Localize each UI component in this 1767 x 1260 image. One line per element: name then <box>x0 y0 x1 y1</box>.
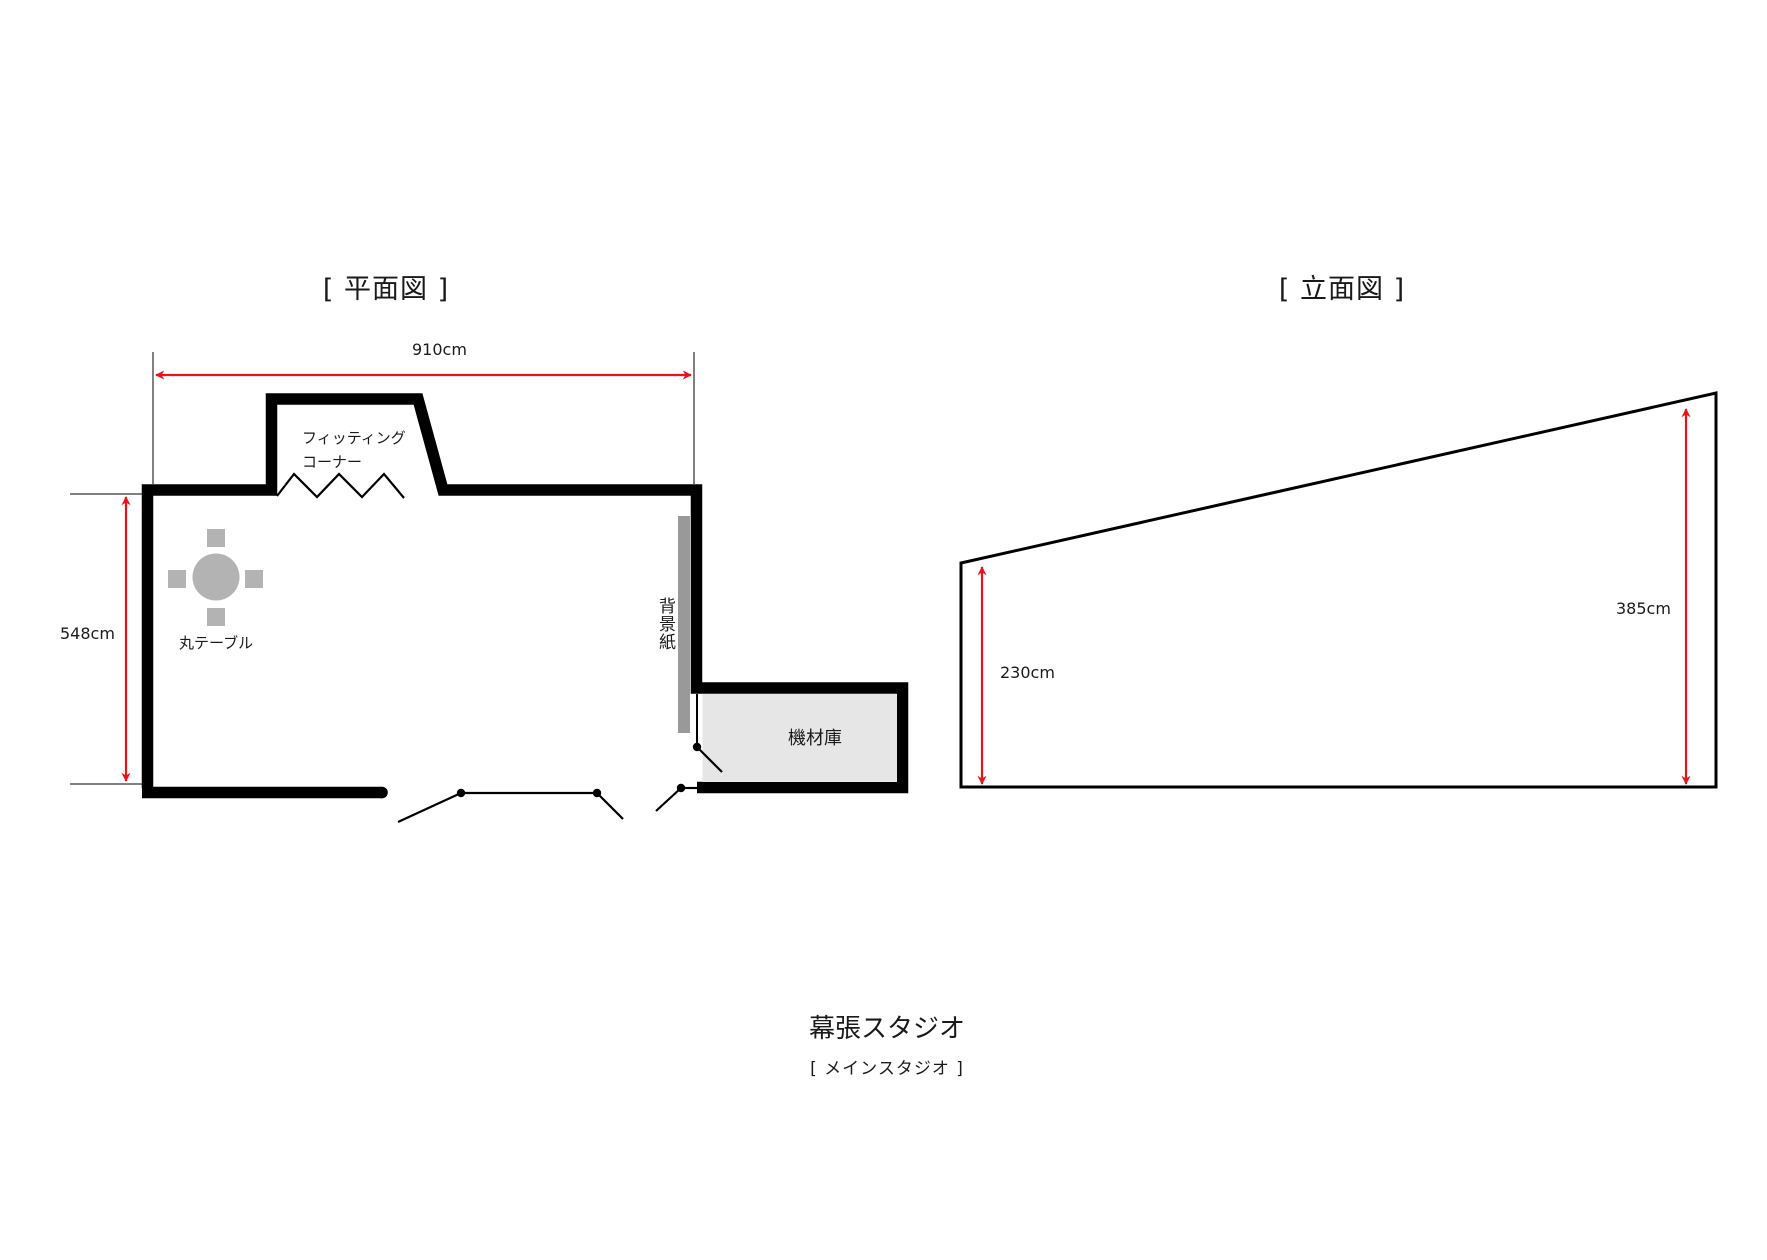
round-table-label: 丸テーブル <box>179 634 254 652</box>
floor-plan-title: [ 平面図 ] <box>322 274 450 305</box>
door-leaf-right <box>655 787 682 812</box>
hinge-icon <box>456 788 466 798</box>
door-leaf-left <box>397 792 462 823</box>
hinge-icon <box>676 783 686 793</box>
width-dimension-label: 910cm <box>412 340 467 359</box>
doors <box>397 742 723 823</box>
low-height-label: 230cm <box>1000 663 1055 682</box>
chair-bottom <box>207 608 225 626</box>
hinge-icon <box>692 742 702 752</box>
wall-top-and-right <box>141 393 909 794</box>
depth-dimension-label: 548cm <box>60 624 115 643</box>
floor-plan <box>70 352 909 823</box>
fitting-curtain <box>276 472 405 499</box>
chair-top <box>207 529 225 547</box>
elevation-title: [ 立面図 ] <box>1278 274 1406 305</box>
fitting-corner-label-line1: フィッティング <box>302 429 406 447</box>
storage-label: 機材庫 <box>788 728 842 749</box>
backdrop-paper <box>678 516 690 733</box>
high-height-label: 385cm <box>1616 599 1671 618</box>
hinge-icon <box>592 788 602 798</box>
walls <box>141 393 909 799</box>
door-leaf-middle <box>596 792 624 820</box>
round-table <box>168 529 263 626</box>
fitting-corner-label-line2: コーナー <box>302 453 363 471</box>
storage-door-leaf <box>696 746 723 773</box>
chair-right <box>245 570 263 588</box>
elevation <box>959 391 1718 789</box>
table-top <box>192 553 240 601</box>
storage-room <box>702 694 897 782</box>
studio-subtitle: [ メインスタジオ ] <box>810 1059 964 1079</box>
chair-left <box>168 570 186 588</box>
elevation-outline <box>959 391 1718 789</box>
wall-end-cap <box>376 786 388 799</box>
backdrop-label: 背景紙 <box>655 597 675 651</box>
studio-name: 幕張スタジオ <box>808 1014 966 1044</box>
